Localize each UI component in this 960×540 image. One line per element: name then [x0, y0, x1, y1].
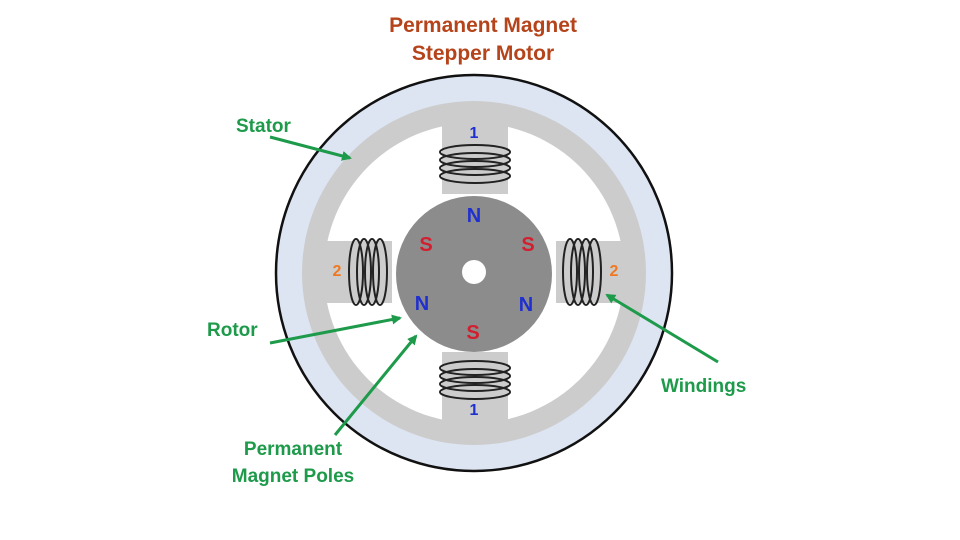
- rotor-pole-bottom: S: [466, 322, 479, 344]
- rotor-pole-top: N: [467, 205, 481, 227]
- magnet-poles-arrow: [333, 334, 418, 436]
- rotor-pole-lower-left: N: [415, 293, 429, 315]
- windings-arrow: [605, 293, 719, 364]
- rotor: [396, 196, 552, 352]
- rotor-pole-upper-right: S: [521, 234, 534, 256]
- stator-tooth-right: [556, 241, 640, 303]
- stator-label: Stator: [236, 116, 292, 137]
- title-line-1: Permanent Magnet: [389, 14, 577, 37]
- rotor-pole-lower-right: N: [519, 294, 533, 316]
- phase-label-right: 2: [610, 263, 619, 280]
- rotor-label: Rotor: [207, 320, 258, 341]
- rotor-shaft-hole: [462, 260, 486, 284]
- title-line-2: Stepper Motor: [412, 42, 554, 65]
- stator-tooth-bottom: [442, 352, 508, 436]
- winding-right: [562, 238, 602, 306]
- magnet-poles-label-line-2: Magnet Poles: [232, 466, 354, 487]
- callout-arrows: [269, 135, 719, 436]
- rotor-pole-upper-left: S: [419, 234, 432, 256]
- winding-bottom: [439, 360, 511, 400]
- phase-label-bottom: 1: [470, 402, 479, 419]
- windings-label: Windings: [661, 376, 746, 397]
- rotor-arrow: [269, 314, 402, 345]
- stator-arrow: [269, 135, 352, 161]
- winding-top: [439, 144, 511, 184]
- winding-left: [348, 238, 388, 306]
- magnet-poles-label-line-1: Permanent: [244, 439, 343, 460]
- phase-label-top: 1: [470, 125, 479, 142]
- phase-label-left: 2: [333, 263, 342, 280]
